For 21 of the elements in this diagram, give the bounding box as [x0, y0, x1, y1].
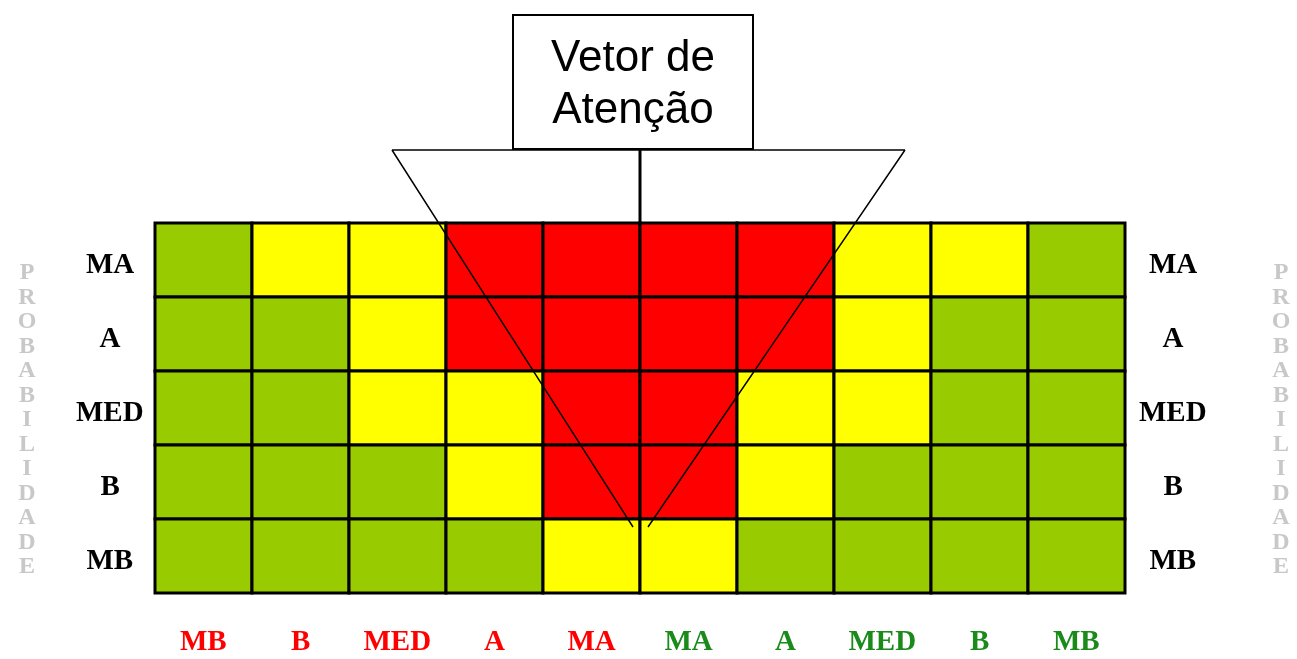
axis-label: B	[1163, 469, 1183, 501]
axis-label: MA	[1149, 247, 1198, 279]
axis-label: B	[291, 624, 311, 656]
axis-label: MA	[86, 247, 135, 279]
axis-label: MA	[567, 624, 616, 656]
axis-label: A	[484, 624, 505, 656]
axis-label: MED	[76, 395, 144, 427]
axis-label: B	[100, 469, 120, 501]
axis-label: MED	[848, 624, 917, 656]
axis-label: MED	[1139, 395, 1207, 427]
axis-label: MED	[363, 624, 432, 656]
axis-label: A	[775, 624, 796, 656]
axis-label: A	[99, 321, 121, 353]
axis-label: MA	[664, 624, 713, 656]
axis-label: MB	[1053, 624, 1100, 656]
axis-label: MB	[1149, 543, 1197, 575]
axis-label: A	[1162, 321, 1184, 353]
axis-label: MB	[180, 624, 227, 656]
axis-label: B	[970, 624, 990, 656]
callout-box: Vetor de Atenção	[512, 14, 754, 150]
axis-label: MB	[86, 543, 134, 575]
